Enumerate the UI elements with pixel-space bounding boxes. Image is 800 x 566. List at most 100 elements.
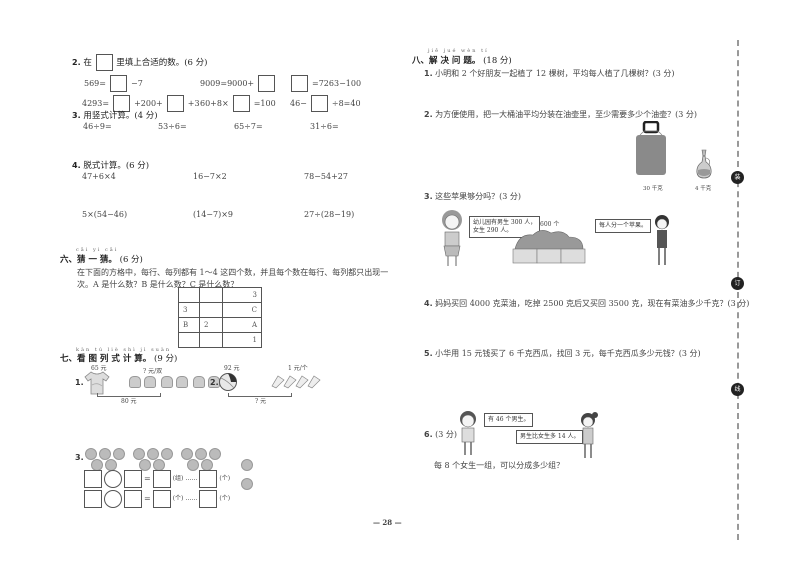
- q4-item: 16−7×2: [193, 172, 227, 181]
- apple-baskets-icon: [512, 230, 586, 264]
- big-drum-label: 30 千克: [643, 186, 663, 192]
- s8-heading: 八、解 决 问 题。 (18 分): [412, 56, 512, 66]
- rq1: 1. 小明和 2 个好朋友一起植了 12 棵树，平均每人植了几棵树？(3 分): [424, 69, 675, 78]
- girl2-speech-bubble: 男生比女生多 14 人。: [516, 430, 584, 444]
- girl-speech-bubble: 每人分一个苹果。: [595, 219, 652, 233]
- s6-heading: 六、猜 一 猜。 (6 分): [60, 255, 143, 265]
- rq6-question: 每 8 个女生一组，可以分成多少组？: [434, 461, 565, 470]
- apples-label: 600 个: [540, 221, 560, 228]
- ball-group: [180, 445, 222, 464]
- girl2-figure-icon: [581, 412, 598, 458]
- muffins-group: [128, 376, 221, 388]
- rq2: 2. 为方便使用，把一大桶油平均分装在油壶里，至少需要多少个油壶？(3 分): [424, 110, 698, 119]
- total-brace: [97, 393, 161, 397]
- answer-box[interactable]: [152, 490, 171, 508]
- shirt-price: 65 元: [91, 365, 107, 372]
- boy-speech-bubble: 有 46 个男生。: [484, 413, 534, 427]
- balls-groups: [84, 445, 264, 490]
- q2-item-5: 60+8× =100: [200, 95, 276, 112]
- muffin-icon: [193, 376, 205, 388]
- answer-box[interactable]: [152, 470, 171, 488]
- answer-box[interactable]: [166, 95, 184, 112]
- ball-group: [132, 445, 174, 464]
- answer-box[interactable]: [95, 54, 113, 71]
- answer-box[interactable]: [84, 490, 102, 508]
- answer-box[interactable]: [113, 95, 131, 112]
- binding-knot: 线: [731, 383, 744, 396]
- cake-price: ? 元/双: [143, 368, 163, 375]
- q2-heading: 2. 在 里填上合适的数。(6 分): [72, 54, 207, 71]
- answer-box[interactable]: [258, 75, 276, 92]
- operator-circle[interactable]: [104, 470, 122, 488]
- p3-equation-row-1: = (组) …… (个): [84, 470, 230, 488]
- q2-item-4: 4293= +200+ +3: [82, 95, 200, 112]
- q4-item: 27÷(28−19): [304, 210, 355, 219]
- q4-heading: 4. 脱式计算。(6 分): [72, 161, 150, 171]
- q2-item-6: 46− ÷8=40: [290, 95, 361, 112]
- answer-box[interactable]: [124, 490, 142, 508]
- q4-item: 78−54+27: [304, 172, 348, 181]
- answer-box[interactable]: [109, 75, 127, 92]
- answer-box[interactable]: [310, 95, 328, 112]
- total-brace: [228, 393, 292, 397]
- q3-heading: 3. 用竖式计算。(4 分): [72, 111, 158, 121]
- rq3: 3. 这些苹果够分吗？(3 分): [424, 192, 522, 201]
- oil-drum-icon: [636, 121, 666, 175]
- binding-knot: 订: [731, 277, 744, 290]
- total-price: 80 元: [121, 398, 137, 405]
- teacher-figure-icon: [442, 210, 462, 266]
- ball-price: 92 元: [224, 365, 240, 372]
- binding-line: [737, 40, 739, 540]
- s6-desc-line1: 在下面的方格中，每行、每列都有 1～4 这四个数，并且每个数在每行、每列都只出现…: [77, 268, 389, 277]
- q2-item-1: 569= −7: [84, 75, 143, 92]
- answer-box[interactable]: [291, 75, 308, 92]
- s6-pinyin: cāi yi cāi: [76, 247, 119, 253]
- rq4: 4. 妈妈买回 4000 克菜油，吃掉 2500 克后又买回 3500 克，现在…: [424, 299, 750, 308]
- q4-item: 5×(54−46): [82, 210, 128, 219]
- shuttlecocks-icon: [271, 375, 321, 389]
- q3-item: 65÷7=: [234, 122, 263, 131]
- grid-row: 3: [178, 287, 262, 303]
- small-bottle-label: 4 千克: [695, 186, 712, 192]
- ball-group: [84, 445, 126, 464]
- boy-figure-icon: [460, 411, 476, 455]
- teacher-speech-bubble: 幼儿园有男生 300 人， 女生 290 人。: [469, 216, 541, 238]
- s6-desc-line2: 次。A 是什么数？B 是什么数？C 是什么数？: [77, 280, 239, 289]
- p3-equation-row-2: = (个) …… (个): [84, 490, 230, 508]
- q4-item: 47+6×4: [82, 172, 116, 181]
- tshirt-icon: [84, 371, 110, 395]
- ball-group-remainder: [240, 456, 264, 494]
- operator-circle[interactable]: [104, 490, 122, 508]
- muffin-icon: [144, 376, 156, 388]
- q3-item: 31÷6=: [310, 122, 339, 131]
- muffin-icon: [129, 376, 141, 388]
- q4-item: (14−7)×9: [193, 210, 234, 219]
- muffin-icon: [176, 376, 188, 388]
- binding-knot: 装: [731, 171, 744, 184]
- ball-group: [90, 456, 118, 475]
- answer-box[interactable]: [199, 490, 218, 508]
- s7-heading: 七、看 图 列 式 计 算。 (9 分): [60, 354, 178, 364]
- q2-item-3: =7263−100: [290, 75, 361, 92]
- ball-group: [138, 456, 166, 475]
- answer-box[interactable]: [84, 470, 102, 488]
- answer-box[interactable]: [199, 470, 218, 488]
- total-price: ? 元: [255, 398, 267, 405]
- answer-box[interactable]: [232, 95, 250, 112]
- q3-item: 53÷6=: [158, 122, 187, 131]
- q3-item: 46÷9=: [83, 122, 112, 131]
- q2-item-2: 9009=9000+: [200, 75, 276, 92]
- oil-bottle-icon: [696, 149, 712, 179]
- volleyball-icon: [219, 373, 237, 391]
- girl-figure-icon: [655, 215, 669, 265]
- answer-box[interactable]: [124, 470, 142, 488]
- muffin-icon: [161, 376, 173, 388]
- s8-pinyin: jiě jué wèn tí: [428, 48, 489, 54]
- rq5: 5. 小华用 15 元钱买了 6 千克西瓜，找回 3 元，每千克西瓜多少元钱？(…: [424, 349, 701, 358]
- shuttle-price: 1 元/个: [288, 365, 308, 372]
- page-number: — 28 —: [373, 518, 402, 527]
- grid-row: 1: [178, 332, 262, 348]
